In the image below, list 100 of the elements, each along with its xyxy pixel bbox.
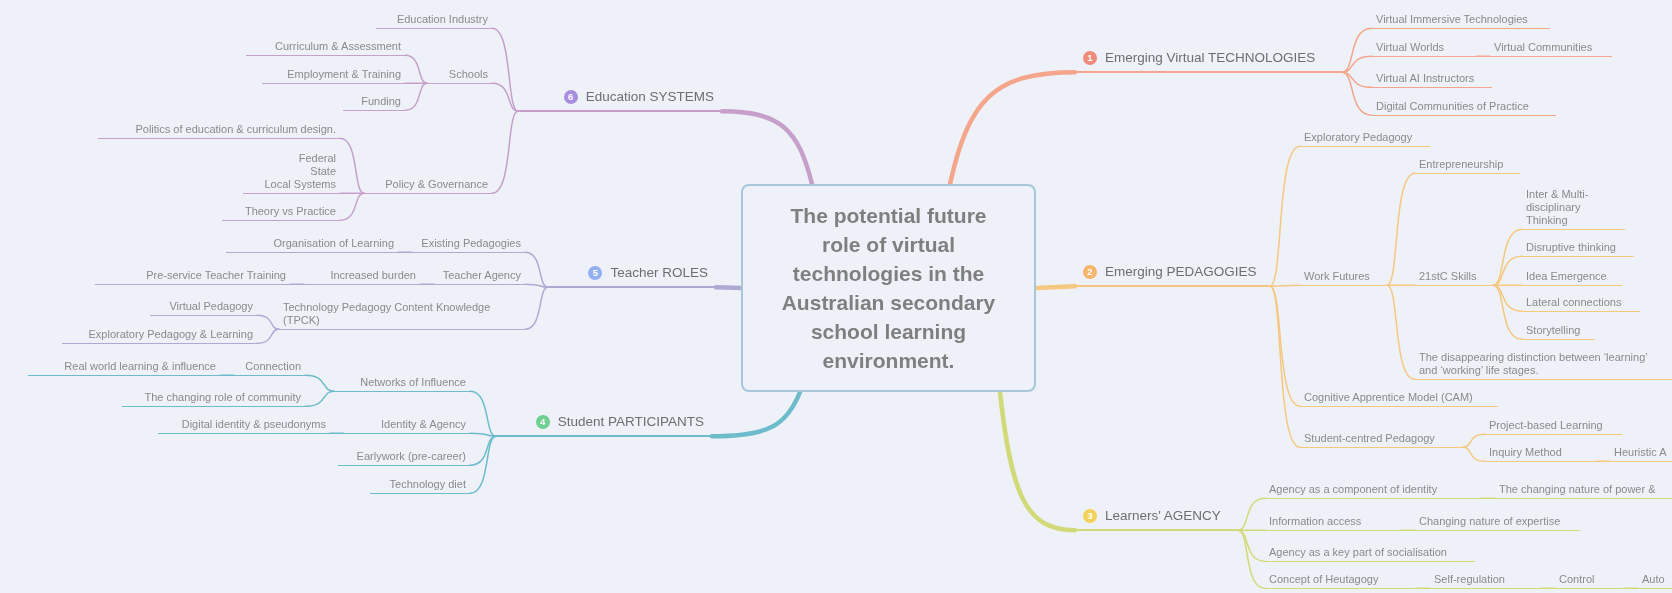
topic-label: Technology Pedagogy Content Knowledge (TPCK) — [283, 301, 492, 327]
topic-branch — [1638, 573, 1672, 589]
central-topic-box — [741, 184, 1036, 392]
branch-line — [1595, 460, 1611, 462]
topic-label: Agency as a component of identity — [1269, 483, 1438, 496]
topic-label: Networks of Influence — [360, 376, 466, 389]
topic-branch — [434, 269, 525, 285]
topic-branch — [243, 152, 340, 194]
topic-label: Digital Communities of Practice — [1376, 100, 1529, 113]
topic-branch — [1610, 446, 1672, 462]
branch-title: Emerging Virtual TECHNOLOGIES — [1105, 50, 1316, 66]
topic-branch — [246, 40, 405, 56]
branch-line — [1623, 587, 1639, 589]
topic-branch — [1490, 41, 1612, 57]
topic-branch — [376, 13, 492, 29]
branch-line — [256, 314, 280, 330]
number-badge: 2 — [1083, 265, 1097, 279]
topic-label: Exploratory Pedagogy & Learning — [88, 328, 253, 341]
topic-branch — [1372, 13, 1550, 29]
branch-line — [304, 390, 335, 407]
branch-line — [524, 251, 549, 288]
topic-branch — [1415, 158, 1520, 174]
topic-branch — [1372, 41, 1476, 57]
topic-label: Policy & Governance — [385, 178, 488, 191]
topic-label: Pre-service Teacher Training — [146, 269, 286, 282]
branch-line — [491, 27, 519, 112]
number-badge: 4 — [535, 415, 550, 429]
branch-line — [469, 390, 497, 437]
branch-line — [1480, 497, 1496, 499]
branch-line — [524, 286, 549, 330]
branch-line — [1237, 529, 1266, 589]
topic-branch — [1265, 515, 1401, 531]
topic-branch — [427, 68, 492, 84]
branch-line — [1492, 228, 1523, 286]
branch-line — [329, 432, 345, 434]
branch-title: Teacher ROLES — [610, 265, 708, 281]
topic-branch — [222, 205, 340, 221]
branch-line — [491, 82, 519, 112]
topic-branch — [150, 300, 257, 316]
topic-label: Curriculum & Assessment — [275, 40, 401, 53]
topic-branch — [1555, 573, 1624, 589]
topic-branch — [304, 269, 420, 285]
topic-branch — [28, 360, 220, 376]
topic-label: Theory vs Practice — [244, 205, 336, 218]
branch-line — [1237, 497, 1266, 531]
topic-branch — [1372, 72, 1492, 88]
topic-branch — [1300, 432, 1463, 448]
topic-label: Virtual Immersive Technologies — [1376, 13, 1528, 26]
branch-line — [524, 283, 549, 288]
central-topic-text: The potential future role of virtual technologies in the Australian secondary school learning environment. — [780, 203, 997, 374]
topic-label: Earlywork (pre-career) — [356, 450, 466, 463]
topic-branch — [412, 237, 525, 253]
topic-label: Identity & Agency — [381, 418, 466, 431]
branch-line — [1386, 284, 1416, 286]
topic-branch — [1522, 324, 1595, 340]
topic-branch — [1430, 573, 1541, 589]
branch-line — [1492, 284, 1523, 340]
topic-label: Agency as a key part of socialisation — [1269, 546, 1447, 559]
branch-line — [1400, 529, 1416, 531]
topic-branch — [1522, 270, 1622, 286]
topic-branch — [1495, 483, 1672, 499]
topic-label: Virtual AI Instructors — [1376, 72, 1475, 85]
topic-branch — [1415, 515, 1580, 531]
topic-label: Technology diet — [389, 478, 466, 491]
branch-line — [469, 435, 497, 494]
topic-label: Concept of Heutagogy — [1269, 573, 1379, 586]
topic-label: Auto — [1642, 573, 1665, 586]
topic-label: Connection — [245, 360, 301, 373]
topic-branch — [122, 391, 305, 407]
topic-label: Storytelling — [1526, 324, 1581, 337]
topic-branch — [62, 328, 257, 344]
topic-label: Inquiry Method — [1489, 446, 1562, 459]
topic-label: Federal — [298, 152, 336, 165]
topic-label: Disruptive thinking — [1526, 241, 1616, 254]
branch-line — [491, 110, 519, 194]
branch-line — [1386, 284, 1416, 380]
topic-branch — [343, 95, 405, 111]
branch-title: Learners' AGENCY — [1105, 508, 1221, 524]
branch-line — [1386, 172, 1416, 286]
topic-branch — [1485, 419, 1622, 435]
branch-line — [1269, 285, 1301, 448]
topic-branch — [1372, 100, 1556, 116]
topic-branch — [1300, 131, 1430, 147]
topic-branch — [1485, 446, 1596, 462]
branch-line — [1341, 55, 1373, 73]
branch-line — [947, 70, 1078, 187]
topic-label: Project-based Learning — [1489, 419, 1603, 432]
topic-branch — [1300, 270, 1387, 286]
branch-line — [719, 109, 815, 187]
branch-line — [256, 328, 280, 344]
topic-branch — [1265, 546, 1475, 562]
topic-label: Education Industry — [396, 13, 488, 26]
main-branch — [1075, 508, 1238, 531]
topic-branch — [338, 450, 470, 466]
topic-label: Work Futures — [1304, 270, 1370, 283]
branch-line — [1462, 433, 1486, 448]
topic-label: Increased burden — [330, 269, 416, 282]
topic-branch — [279, 301, 525, 330]
topic-label: Control — [1559, 573, 1595, 586]
topic-label: Local Systems — [264, 178, 336, 191]
